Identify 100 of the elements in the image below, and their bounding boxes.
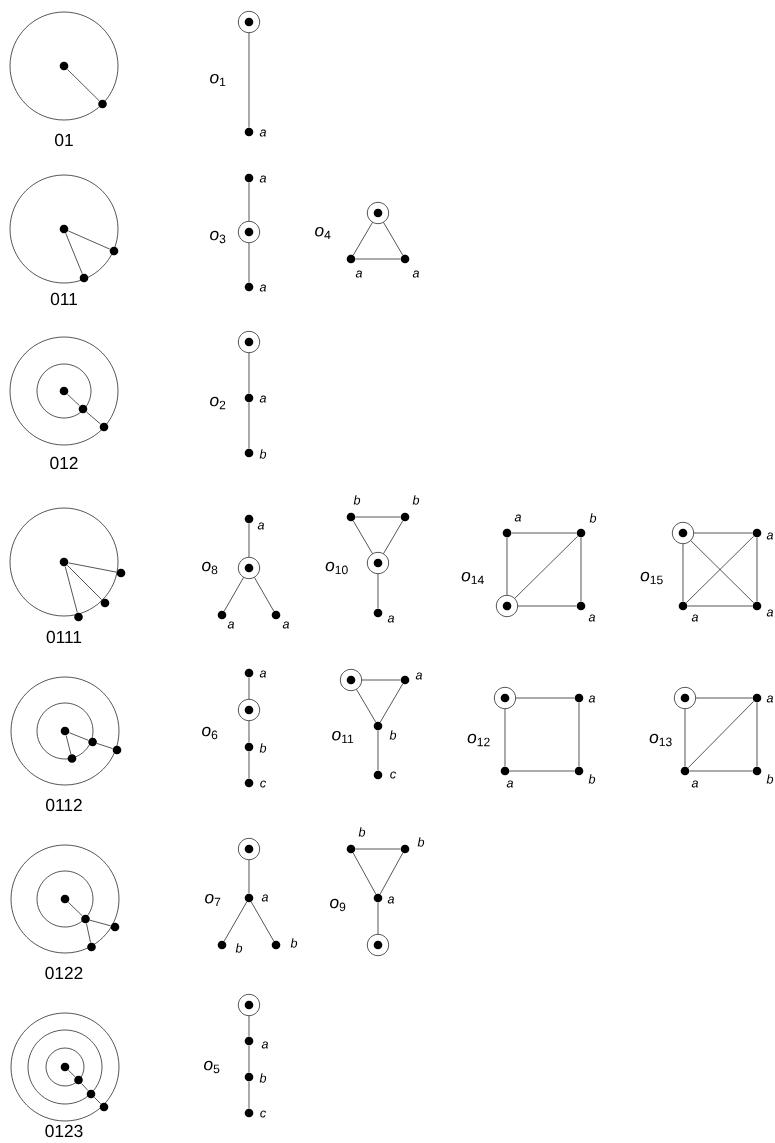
vertex-label: a: [259, 175, 267, 183]
code-label: 0122: [45, 966, 83, 980]
edge-line: [67, 68, 100, 102]
edge-line: [67, 393, 80, 407]
vertex-label: b: [259, 1073, 267, 1083]
edge-line: [361, 679, 401, 681]
vertex-label: a: [282, 621, 290, 629]
vertex-label: a: [355, 270, 363, 278]
edge-line: [93, 1096, 102, 1105]
edge-line: [224, 901, 247, 942]
edge-line: [578, 702, 580, 767]
edge-line: [86, 923, 91, 943]
edge-line: [69, 732, 89, 741]
vertex-label: a: [766, 609, 774, 617]
vertex-label: a: [261, 894, 269, 902]
graph-label: o$_{10}$: [325, 561, 348, 575]
graph-label: o$_{8}$: [202, 561, 218, 575]
vertex-label: a: [766, 695, 774, 703]
edge-line: [248, 859, 250, 894]
edge-line: [248, 352, 250, 394]
edge-line: [248, 677, 250, 700]
edge-line: [248, 242, 250, 283]
vertex-label: a: [691, 614, 699, 622]
root-vertex: [367, 202, 389, 224]
edge-line: [248, 1081, 250, 1109]
edge-line: [687, 701, 755, 768]
vertex-label: a: [259, 670, 267, 678]
graph-label: o$_{7}$: [205, 893, 221, 907]
edge-line: [248, 1045, 250, 1073]
vertex-label: a: [387, 896, 395, 904]
edge-line: [756, 537, 758, 602]
edge-line: [684, 708, 686, 767]
edge-line: [86, 411, 101, 425]
edge-line: [383, 520, 403, 554]
edge-line: [511, 532, 577, 534]
root-vertex: [238, 699, 260, 721]
vertex-label: b: [259, 449, 267, 459]
graph-label: o$_{12}$: [467, 733, 490, 747]
vertex-label: a: [257, 522, 265, 530]
graph-label: o$_{11}$: [332, 730, 354, 744]
edge-line: [248, 32, 250, 128]
vertex-label: a: [259, 395, 267, 403]
vertex-label: a: [514, 514, 522, 522]
edge-line: [693, 532, 753, 534]
edge-line: [682, 543, 684, 602]
edge-line: [248, 720, 250, 743]
edge-line: [580, 537, 582, 602]
vertex-label: a: [227, 621, 235, 629]
root-vertex: [672, 522, 694, 544]
code-label: 012: [50, 456, 78, 470]
edge-line: [353, 520, 373, 554]
edge-line: [689, 770, 753, 772]
code-label: 0111: [46, 630, 82, 644]
graph-label: o$_{6}$: [202, 726, 218, 740]
vertex-label: a: [415, 672, 423, 680]
vertex-label: b: [588, 774, 596, 784]
edge-line: [68, 901, 83, 917]
vertex-label: a: [588, 695, 596, 703]
code-label: 0123: [45, 1124, 83, 1138]
edge-line: [514, 535, 578, 599]
edge-line: [695, 697, 753, 699]
root-vertex: [238, 838, 260, 860]
root-vertex: [367, 552, 389, 574]
graph-label: o$_{13}$: [649, 733, 672, 747]
vertex-label: a: [259, 129, 267, 137]
vertex-label: b: [589, 513, 597, 523]
edge-line: [355, 258, 401, 260]
edge-line: [89, 919, 111, 927]
vertex-label: b: [412, 495, 420, 505]
graph-label: o$_{2}$: [210, 396, 226, 410]
root-vertex: [674, 687, 696, 709]
edge-line: [81, 1083, 89, 1091]
edge-line: [248, 1015, 250, 1037]
root-vertex: [238, 994, 260, 1016]
edge-line: [504, 708, 506, 767]
root-vertex: [238, 221, 260, 243]
vertex-label: b: [417, 837, 425, 847]
graph-label: o$_{15}$: [640, 571, 663, 585]
vertex-label: c: [260, 1110, 266, 1118]
edge-line: [355, 516, 401, 518]
vertex-label: b: [290, 938, 298, 948]
root-vertex: [238, 557, 260, 579]
edge-line: [377, 730, 379, 771]
vertex-label: b: [353, 495, 361, 505]
edge-line: [248, 523, 250, 558]
edge-line: [517, 605, 577, 607]
vertex-label: b: [235, 943, 243, 953]
root-vertex: [494, 687, 516, 709]
graph-label: o$_{1}$: [210, 73, 226, 87]
code-label: 011: [50, 292, 77, 306]
edge-line: [248, 182, 250, 222]
edge-line: [66, 564, 103, 601]
edge-line: [506, 537, 508, 596]
root-vertex: [238, 331, 260, 353]
edge-line: [65, 233, 83, 275]
edge-line: [355, 848, 401, 850]
vertex-label: b: [259, 743, 267, 753]
edge-line: [68, 1069, 76, 1078]
code-label: 01: [55, 133, 73, 147]
edge-line: [687, 605, 753, 607]
